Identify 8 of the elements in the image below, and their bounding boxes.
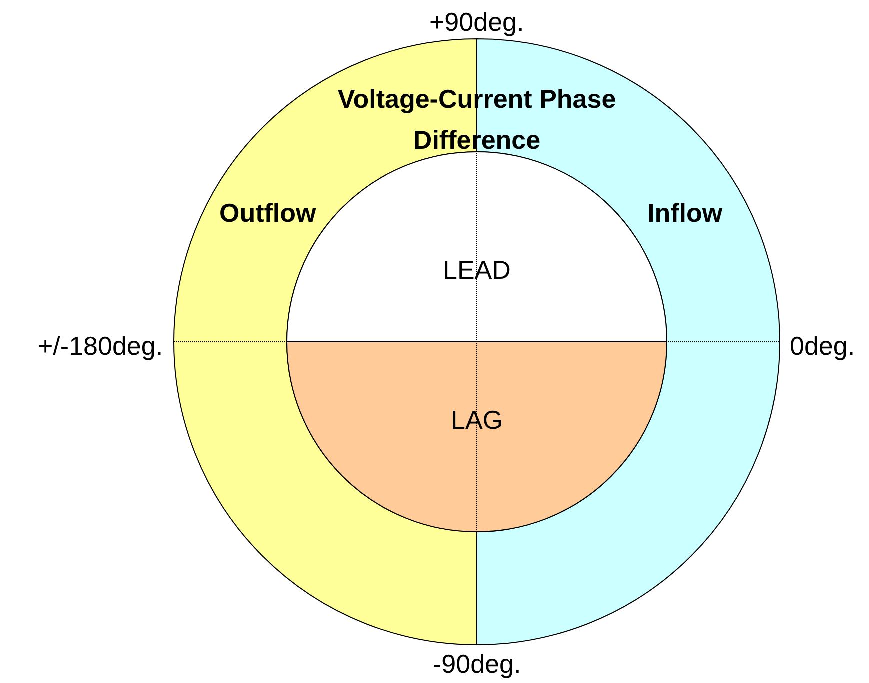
angle-label: -90deg. (433, 648, 522, 680)
region-label: LAG (451, 404, 504, 436)
region-label: Inflow (648, 198, 723, 229)
angle-label: 0deg. (790, 330, 856, 362)
region-label: Outflow (220, 198, 316, 229)
angle-label: +/-180deg. (38, 330, 164, 362)
region-label: LEAD (443, 254, 511, 286)
angle-label: +90deg. (430, 6, 524, 38)
